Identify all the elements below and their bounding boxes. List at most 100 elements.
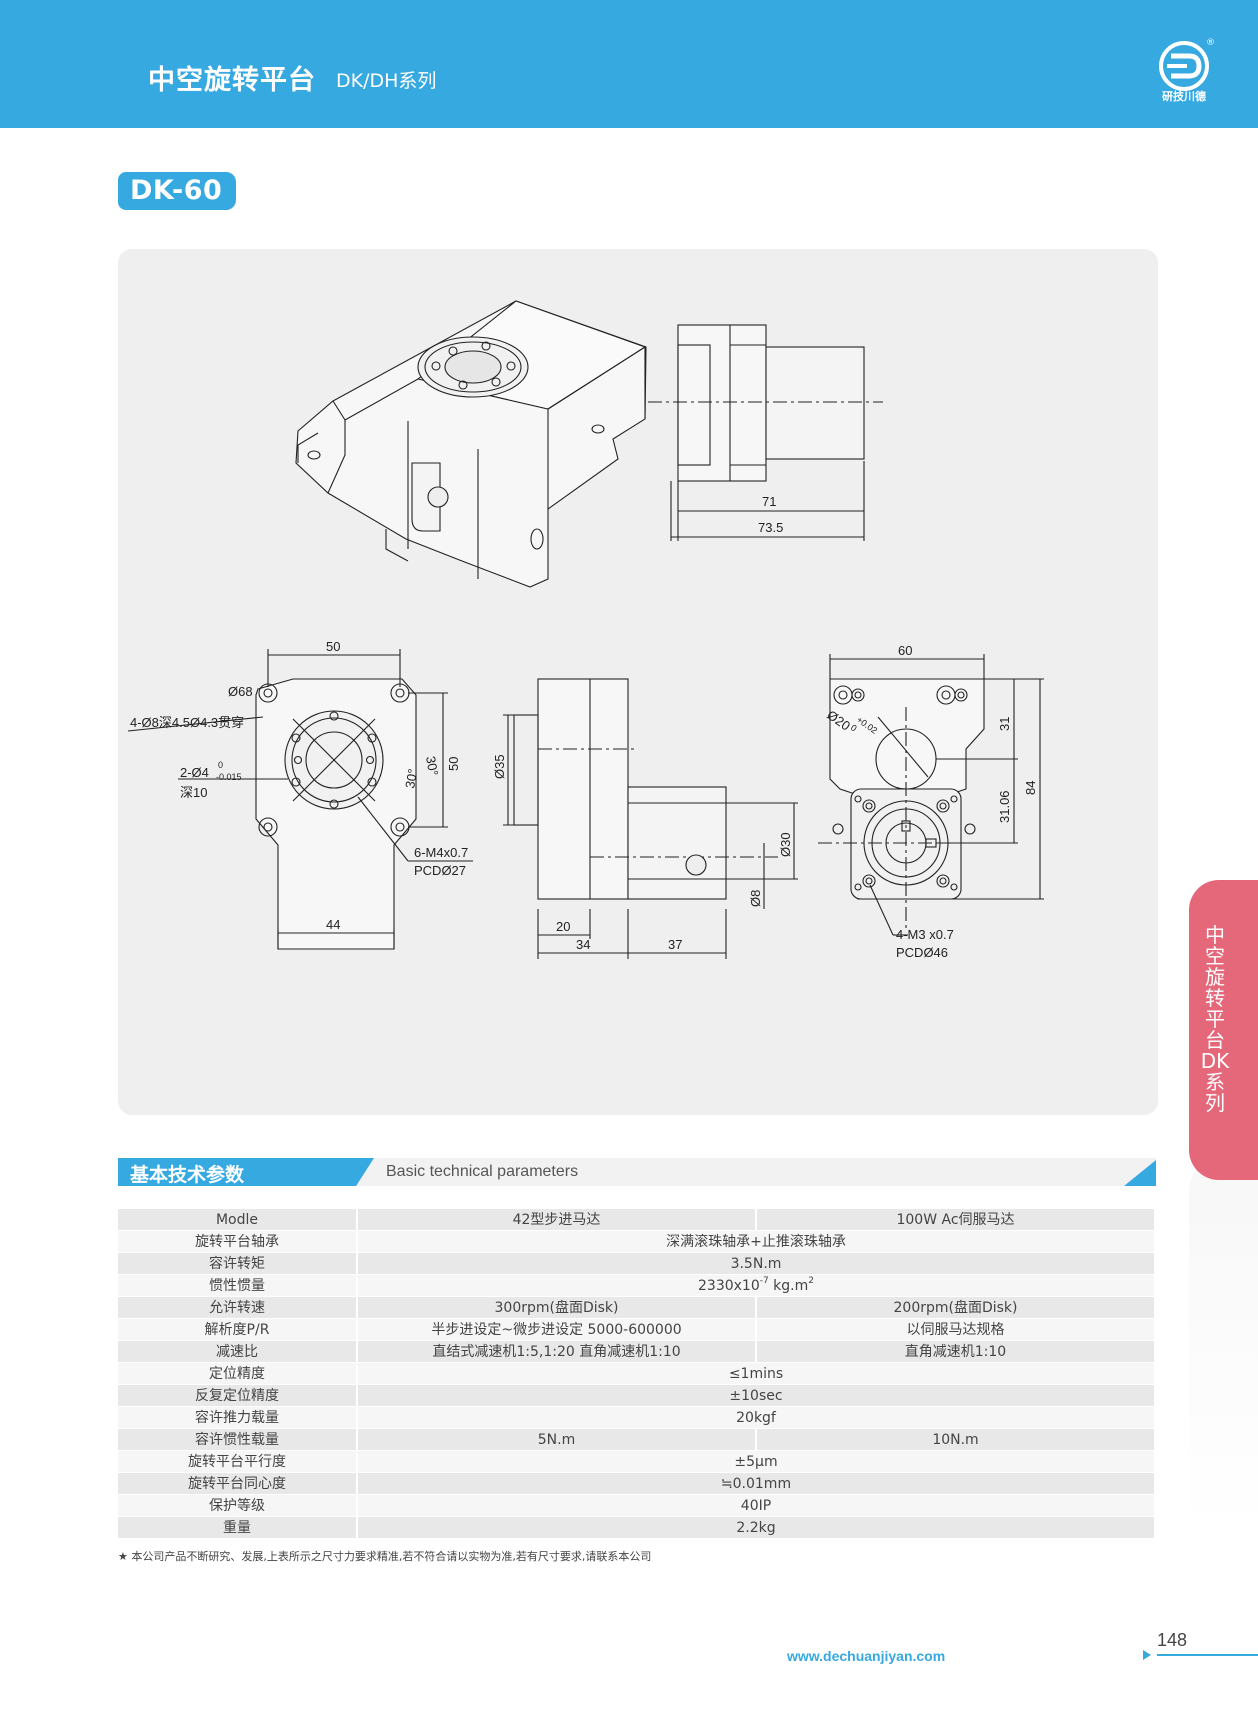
table-row: 减速比 直结式减速机1:5,1:20 直角减速机1:10 直角减速机1:10 bbox=[118, 1341, 1156, 1363]
pcd-label-front: PCDØ27 bbox=[414, 863, 466, 878]
header-subtitle: DK/DH系列 bbox=[336, 70, 437, 92]
dim-front-50-right: 50 bbox=[446, 757, 461, 771]
row-value: ≤1mins bbox=[358, 1363, 1156, 1385]
row-label: 允许转速 bbox=[118, 1297, 358, 1319]
row-label: 旋转平台同心度 bbox=[118, 1473, 358, 1495]
back-elevation-view bbox=[818, 654, 1044, 936]
pin-depth: 深10 bbox=[180, 785, 207, 800]
row-value: ±10sec bbox=[358, 1385, 1156, 1407]
row-value-stepper: 直结式减速机1:5,1:20 直角减速机1:10 bbox=[358, 1341, 757, 1363]
params-header-accent bbox=[118, 1158, 374, 1186]
table-row: 允许转速 300rpm(盘面Disk) 200rpm(盘面Disk) bbox=[118, 1297, 1156, 1319]
dim-31: 31 bbox=[997, 717, 1012, 731]
isometric-product-view bbox=[295, 300, 647, 588]
row-value-stepper: 300rpm(盘面Disk) bbox=[358, 1297, 757, 1319]
table-row: Modle 42型步进马达 100W Ac伺服马达 bbox=[118, 1209, 1156, 1231]
side-elevation-view bbox=[648, 324, 883, 541]
section-view bbox=[503, 678, 798, 959]
dim-front-44: 44 bbox=[326, 917, 340, 932]
side-tab-shadow bbox=[1189, 1160, 1258, 1530]
row-label: 减速比 bbox=[118, 1341, 358, 1363]
inertia-exp: -7 bbox=[759, 1276, 769, 1286]
table-row: 容许推力载量 20kgf bbox=[118, 1407, 1156, 1429]
registered-mark-icon: ® bbox=[1206, 38, 1215, 48]
row-label: 保护等级 bbox=[118, 1495, 358, 1517]
row-label: 解析度P/R bbox=[118, 1319, 358, 1341]
row-value-servo: 10N.m bbox=[757, 1429, 1156, 1451]
row-value-servo: 100W Ac伺服马达 bbox=[757, 1209, 1156, 1231]
row-value-servo: 以伺服马达规格 bbox=[757, 1319, 1156, 1341]
model-tag: DK-60 bbox=[118, 172, 235, 210]
header-title: 中空旋转平台 bbox=[148, 65, 316, 96]
row-label: 重量 bbox=[118, 1517, 358, 1539]
table-row: 重量 2.2kg bbox=[118, 1517, 1156, 1539]
dim-31-06: 31.06 bbox=[997, 790, 1012, 823]
row-value: 2330x10-7 kg.m2 bbox=[358, 1275, 1156, 1297]
dim-73-5: 73.5 bbox=[758, 520, 783, 535]
dim-dia35: Ø35 bbox=[492, 754, 507, 779]
star-icon: ★ bbox=[118, 1550, 132, 1563]
dim-71: 71 bbox=[762, 494, 776, 509]
row-value: ±5μm bbox=[358, 1451, 1156, 1473]
dim-back-60: 60 bbox=[898, 643, 912, 658]
row-label: 惯性惯量 bbox=[118, 1275, 358, 1297]
table-row: 定位精度 ≤1mins bbox=[118, 1363, 1156, 1385]
row-value: 40IP bbox=[358, 1495, 1156, 1517]
row-label: 容许转矩 bbox=[118, 1253, 358, 1275]
row-label: 容许推力载量 bbox=[118, 1407, 358, 1429]
table-row: 旋转平台同心度 ≒0.01mm bbox=[118, 1473, 1156, 1495]
angle-30-top: 30° bbox=[423, 755, 441, 777]
row-value: 20kgf bbox=[358, 1407, 1156, 1429]
dia-68-label: Ø68 bbox=[228, 684, 253, 699]
dim-dia8: Ø8 bbox=[748, 890, 763, 907]
params-title-en: Basic technical parameters bbox=[386, 1163, 579, 1180]
footnote: ★ 本公司产品不断研究、发展,上表所示之尺寸力要求精准,若不符合请以实物为准,若… bbox=[118, 1548, 651, 1564]
inertia-unit: kg.m bbox=[768, 1278, 809, 1294]
table-row: 解析度P/R 半步进设定~微步进设定 5000-600000 以伺服马达规格 bbox=[118, 1319, 1156, 1341]
pin-tol-upper: 0 bbox=[218, 760, 223, 770]
row-value: 3.5N.m bbox=[358, 1253, 1156, 1275]
table-row: 旋转平台平行度 ±5μm bbox=[118, 1451, 1156, 1473]
pcd-label-back: PCDØ46 bbox=[896, 945, 948, 960]
row-value-stepper: 半步进设定~微步进设定 5000-600000 bbox=[358, 1319, 757, 1341]
row-label: 旋转平台平行度 bbox=[118, 1451, 358, 1473]
technical-drawing-panel: 71 73.5 50 44 50 30° 30° Ø68 4-Ø8深4.5Ø4.… bbox=[118, 249, 1158, 1115]
model-tag-bracket bbox=[222, 172, 236, 210]
table-row: 保护等级 40IP bbox=[118, 1495, 1156, 1517]
table-row: 反复定位精度 ±10sec bbox=[118, 1385, 1156, 1407]
technical-drawing: 71 73.5 50 44 50 30° 30° Ø68 4-Ø8深4.5Ø4.… bbox=[127, 300, 1044, 960]
row-value: ≒0.01mm bbox=[358, 1473, 1156, 1495]
pin-label: 2-Ø4 bbox=[180, 765, 209, 780]
dim-84: 84 bbox=[1023, 781, 1038, 795]
row-label: 容许惯性载量 bbox=[118, 1429, 358, 1451]
row-label: 定位精度 bbox=[118, 1363, 358, 1385]
row-value: 2.2kg bbox=[358, 1517, 1156, 1539]
row-value: 深满滚珠轴承+止推滚珠轴承 bbox=[358, 1231, 1156, 1253]
side-tab-label: 中空旋转平台DK系列 bbox=[1200, 923, 1230, 1115]
dim-34: 34 bbox=[576, 937, 590, 952]
footnote-text: 本公司产品不断研究、发展,上表所示之尺寸力要求精准,若不符合请以实物为准,若有尺… bbox=[131, 1550, 652, 1563]
dim-dia30: Ø30 bbox=[778, 832, 793, 857]
row-label: 旋转平台轴承 bbox=[118, 1231, 358, 1253]
front-elevation-view bbox=[127, 649, 473, 950]
row-value-servo: 200rpm(盘面Disk) bbox=[757, 1297, 1156, 1319]
table-row: 旋转平台轴承 深满滚珠轴承+止推滚珠轴承 bbox=[118, 1231, 1156, 1253]
inertia-base: 2330x10 bbox=[698, 1278, 760, 1294]
company-logo-icon bbox=[1159, 41, 1209, 91]
table-row: 容许转矩 3.5N.m bbox=[118, 1253, 1156, 1275]
dim-20: 20 bbox=[556, 919, 570, 934]
row-value-stepper: 42型步进马达 bbox=[358, 1209, 757, 1231]
website-link[interactable]: www.dechuanjiyan.com bbox=[787, 1648, 946, 1664]
thread-label-back: 4-M3 x0.7 bbox=[896, 927, 954, 942]
dim-37: 37 bbox=[668, 937, 682, 952]
thread-label-front: 6-M4x0.7 bbox=[414, 845, 468, 860]
side-category-tab[interactable] bbox=[1189, 880, 1258, 1180]
page-number: 148 bbox=[1157, 1630, 1188, 1650]
params-title-cn: 基本技术参数 bbox=[130, 1164, 245, 1186]
params-table: Modle 42型步进马达 100W Ac伺服马达 旋转平台轴承 深满滚珠轴承+… bbox=[118, 1209, 1156, 1539]
bore-tol-lower: 0 bbox=[849, 722, 859, 733]
inertia-unit-exp: 2 bbox=[808, 1276, 814, 1286]
holes-label: 4-Ø8深4.5Ø4.3贯穿 bbox=[130, 715, 244, 730]
table-row: 惯性惯量 2330x10-7 kg.m2 bbox=[118, 1275, 1156, 1297]
header-bar: 中空旋转平台 DK/DH系列 ® 研技川德 bbox=[0, 0, 1258, 128]
